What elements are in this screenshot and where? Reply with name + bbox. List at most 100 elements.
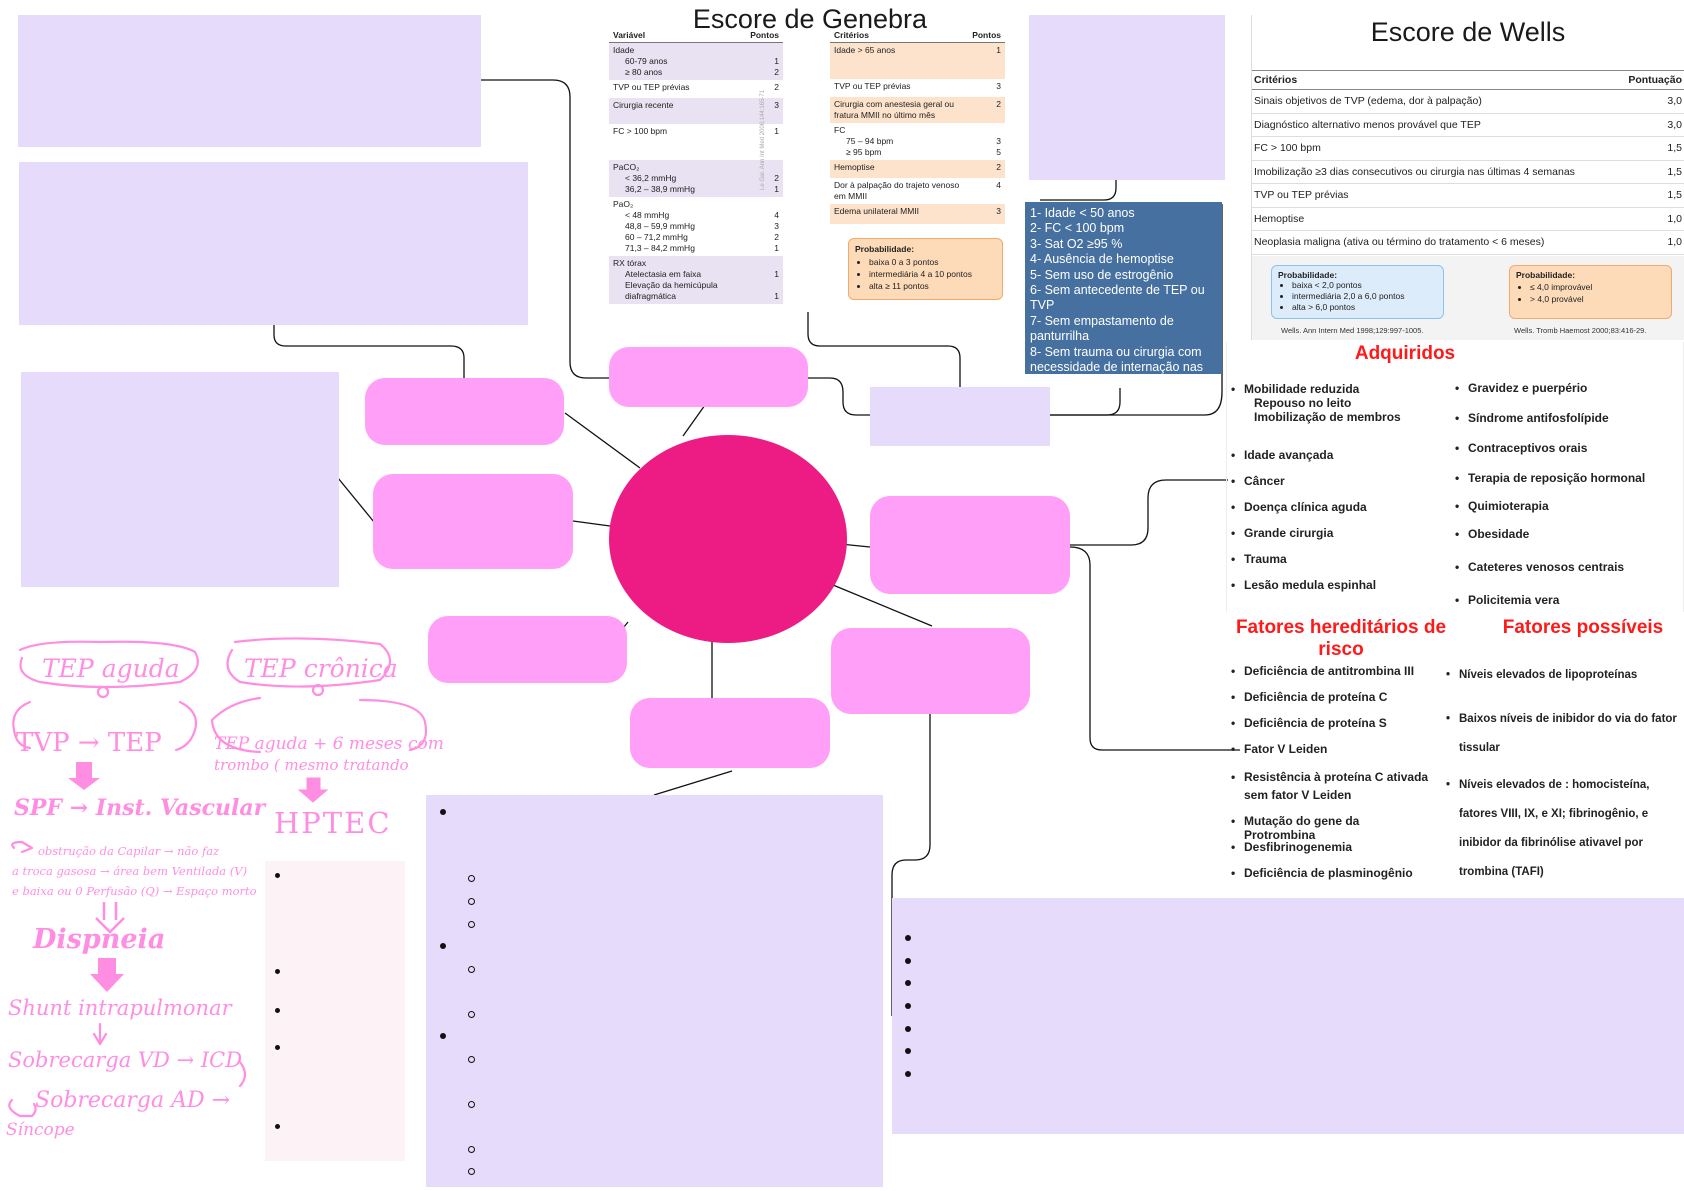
note-box-left-3[interactable] — [21, 372, 339, 587]
bullet-box-bottom-center[interactable] — [426, 795, 883, 1187]
branch-line — [808, 377, 870, 416]
genebra-row-points: 1 — [774, 269, 779, 279]
perc-item: 8- Sem trauma ou cirurgia com necessidad… — [1030, 344, 1204, 374]
wells-row-label: Diagnóstico alternativo menos provável q… — [1252, 113, 1619, 137]
genebra-row-points: 3 — [996, 80, 1001, 91]
genebra-row-points: 5 — [996, 146, 1001, 157]
wells-row-points: 1,0 — [1618, 230, 1684, 255]
hw-obstrucao-2: a troca gasosa → área bem Ventilada (V) — [12, 864, 248, 878]
spoke-line — [564, 412, 641, 469]
possible-item: Níveis elevados de : homocisteína, fator… — [1446, 771, 1678, 887]
branch-line — [273, 325, 465, 378]
acquired-item: Doença clínica aguda — [1231, 500, 1451, 526]
mindmap-node-top[interactable] — [609, 347, 808, 407]
mindmap-node-left[interactable] — [373, 474, 573, 569]
wells-header-points: Pontuação — [1618, 70, 1684, 90]
hw-tvp-tep: TVP → TEP — [16, 728, 162, 758]
hw-sincope: Síncope — [6, 1120, 75, 1140]
wells-row-points: 1,5 — [1618, 136, 1684, 161]
genebra-row-label: Edema unilateral MMII — [830, 203, 969, 224]
note-box-left-2[interactable] — [19, 162, 528, 325]
tep-cronica-bracket-2 — [210, 696, 428, 754]
double-arrow-icon — [95, 902, 125, 934]
wells-title: Escore de Wells — [1370, 17, 1566, 47]
genebra-row-sub: 60 – 71,2 mmHg — [625, 232, 688, 242]
acquired-item: Policitemia vera — [1455, 593, 1684, 607]
genebra-right-header-crit: Critérios — [830, 28, 969, 43]
genebra-prob-item: alta ≥ 11 pontos — [869, 280, 996, 292]
wells-probability-box-2: Probabilidade: ≤ 4,0 improvável > 4,0 pr… — [1509, 265, 1672, 319]
genebra-row-sub: 48,8 – 59,9 mmHg — [625, 221, 695, 231]
genebra-row-points: 1 — [968, 42, 1005, 79]
genebra-row-label: TVP ou TEP prévias — [613, 82, 690, 92]
genebra-row-sub: ≥ 95 bpm — [846, 146, 882, 157]
note-box-center-right[interactable] — [870, 387, 1050, 446]
acquired-item: Idade avançada — [1231, 448, 1451, 474]
wells-prob1-ref: Wells. Ann Intern Med 1998;129:997-1005. — [1281, 326, 1424, 335]
possible-item: Níveis elevados de lipoproteínas — [1446, 669, 1678, 705]
mindmap-central-node[interactable] — [609, 435, 847, 643]
mindmap-node-bottom-left[interactable] — [428, 616, 627, 683]
hw-tep-aguda-6m: TEP aguda + 6 meses com — [214, 734, 444, 754]
hereditary-item: Resistência à proteína C ativada sem fat… — [1231, 768, 1431, 814]
genebra-row-label: PaCO₂ — [613, 162, 640, 172]
arrow-down-icon — [297, 777, 329, 803]
genebra-left-header-pts: Pontos — [746, 28, 783, 43]
hw-dispneia: Dispneia — [33, 924, 166, 955]
bullet-box-small[interactable] — [265, 861, 405, 1161]
genebra-row-points: 2 — [774, 232, 779, 242]
mindmap-node-top-left[interactable] — [365, 378, 564, 445]
note-box-top-left[interactable] — [18, 15, 481, 147]
branch-line — [1050, 388, 1121, 416]
handwriting-sketch — [8, 637, 428, 1118]
wells-row-points: 3,0 — [1618, 89, 1684, 114]
hw-sobrecarga-vd: Sobrecarga VD → ICD — [8, 1048, 243, 1072]
genebra-row-points: 1 — [774, 184, 779, 194]
genebra-row-sub: Elevação da hemicúpula diafragmática — [625, 280, 718, 301]
hw-tep-cronica: TEP crônica — [244, 654, 398, 683]
genebra-row-label: FC > 100 bpm — [613, 126, 668, 136]
wells-prob1-item: alta > 6,0 pontos — [1292, 302, 1437, 313]
hereditary-list: Deficiência de antitrombina III Deficiên… — [1231, 664, 1431, 880]
genebra-left-header-var: Variável — [609, 28, 747, 43]
perc-item: 6- Sem antecedente de TEP ou TVP — [1030, 283, 1205, 313]
acquired-item: Câncer — [1231, 474, 1451, 500]
genebra-row-sub: Atelectasia em faixa — [625, 269, 702, 279]
small-arrow-icon — [11, 840, 34, 854]
hw-hptec: HPTEC — [274, 806, 392, 840]
genebra-row-points: 4 — [996, 179, 1001, 190]
tep-cronica-bracket — [226, 637, 392, 688]
possible-title: Fatores possíveis — [1502, 617, 1664, 638]
genebra-row-sub: ≥ 80 anos — [625, 67, 663, 77]
genebra-row-sub: < 48 mmHg — [625, 210, 670, 220]
hereditary-item: Deficiência de plasminogênio — [1231, 866, 1431, 880]
arrow-down-icon — [92, 1022, 108, 1046]
genebra-row-label: PaO₂ — [613, 199, 634, 209]
note-box-top-middle[interactable] — [1029, 15, 1225, 180]
mindmap-node-bottom-right[interactable] — [831, 628, 1030, 714]
genebra-row-points: 2 — [774, 173, 779, 183]
genebra-row-label: Cirurgia com anestesia geral ou fratura … — [830, 96, 969, 123]
perc-item: 5- Sem uso de estrogênio — [1030, 267, 1174, 282]
acquired-item: Cateteres venosos centrais — [1455, 560, 1684, 593]
spoke-line — [572, 520, 611, 527]
mindmap-node-right[interactable] — [870, 496, 1070, 594]
genebra-row-points: 3 — [774, 221, 779, 231]
branch-line — [653, 770, 733, 796]
hw-obstrucao-1: obstrução da Capilar → não faz — [38, 844, 220, 858]
wells-prob2-item: > 4,0 provável — [1530, 293, 1665, 305]
bullet-box-bottom-right[interactable] — [892, 898, 1684, 1134]
perc-item: 7- Sem empastamento de panturrilha — [1030, 313, 1174, 344]
genebra-row-points: 2 — [968, 159, 1005, 178]
mindmap-node-bottom[interactable] — [630, 698, 830, 768]
genebra-row-label: Dor à palpação do trajeto venoso em MMII — [834, 179, 960, 201]
hw-tep-aguda-6m-2: trombo ( mesmo tratando — [214, 756, 409, 774]
genebra-row-points: 3 — [996, 135, 1001, 146]
wells-prob2-item: ≤ 4,0 improvável — [1530, 281, 1665, 293]
acquired-title: Adquiridos — [1354, 343, 1456, 364]
wells-row-points: 1,0 — [1618, 207, 1684, 231]
perc-item: 2- FC < 100 bpm — [1030, 221, 1125, 236]
wells-row-points: 1,5 — [1618, 160, 1684, 184]
